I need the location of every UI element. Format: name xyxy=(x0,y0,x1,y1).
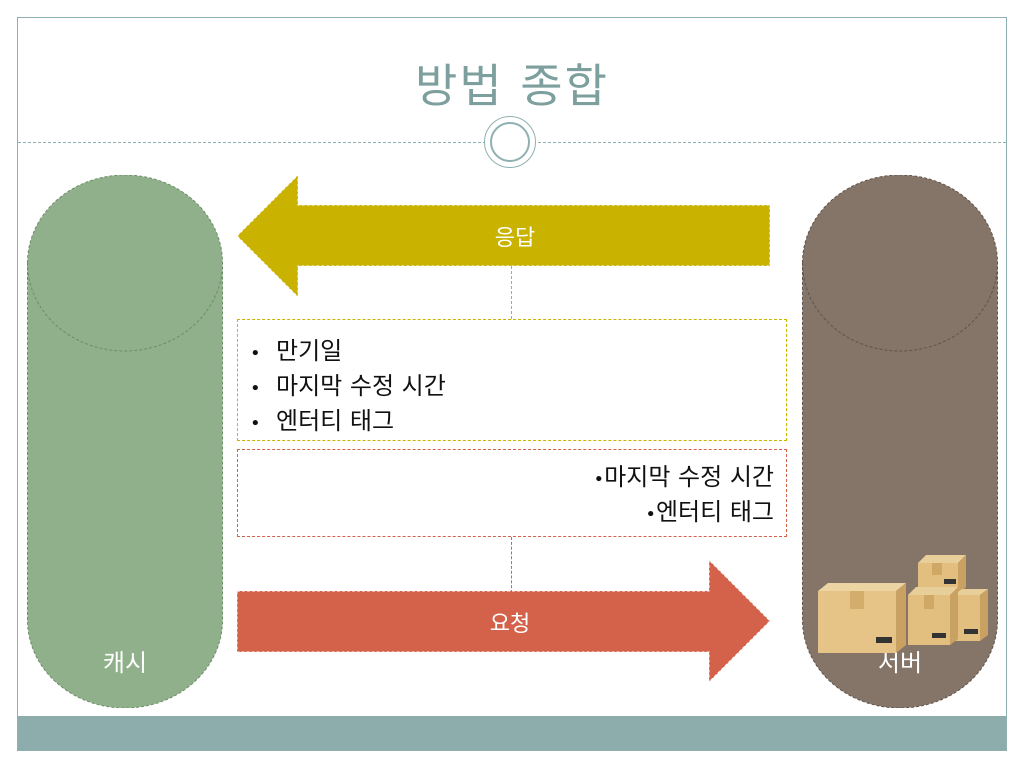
cache-label: 캐시 xyxy=(102,649,148,677)
cache-cylinder: 캐시 xyxy=(27,175,223,708)
footer-bar xyxy=(18,716,1006,750)
list-item: •만기일 xyxy=(250,335,446,370)
circle-ornament-icon xyxy=(484,116,536,168)
response-label: 응답 xyxy=(494,226,536,251)
cardboard-boxes-icon xyxy=(818,555,988,653)
response-headers-box: •만기일 •마지막 수정 시간 •엔터티 태그 xyxy=(237,319,787,441)
bullet-icon: • xyxy=(250,343,261,364)
list-item: •마지막 수정 시간 xyxy=(578,461,774,496)
list-item: •엔터티 태그 xyxy=(578,496,774,531)
circle-ornament-inner xyxy=(490,122,530,162)
bullet-icon: • xyxy=(250,378,261,399)
cache-cylinder-shape xyxy=(27,175,223,708)
list-item: •마지막 수정 시간 xyxy=(250,370,446,405)
request-label: 요청 xyxy=(489,612,531,637)
request-connector xyxy=(511,537,512,593)
server-label: 서버 xyxy=(877,649,923,677)
response-headers-list: •만기일 •마지막 수정 시간 •엔터티 태그 xyxy=(250,335,446,440)
bullet-icon: • xyxy=(645,504,656,525)
page-title: 방법 종합 xyxy=(415,59,609,113)
bullet-icon: • xyxy=(593,469,605,490)
list-item: •엔터티 태그 xyxy=(250,405,446,440)
request-arrow xyxy=(236,559,771,683)
request-headers-box: •마지막 수정 시간 •엔터티 태그 xyxy=(237,449,787,537)
bullet-icon: • xyxy=(250,413,261,434)
response-connector xyxy=(511,266,512,319)
response-arrow xyxy=(236,174,771,298)
request-headers-list: •마지막 수정 시간 •엔터티 태그 xyxy=(578,461,774,531)
